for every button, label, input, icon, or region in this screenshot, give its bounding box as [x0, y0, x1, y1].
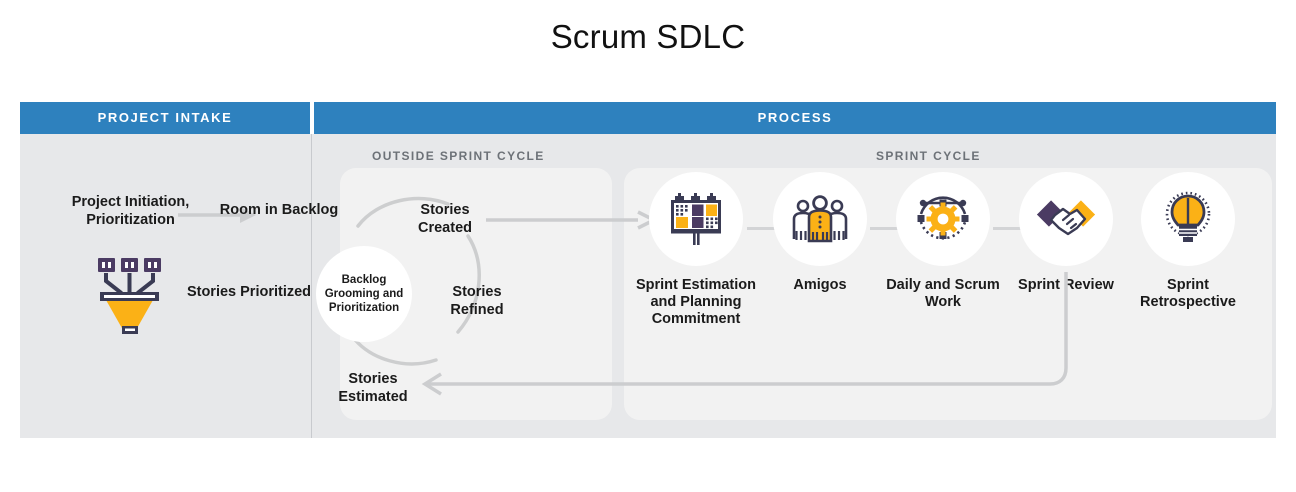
header-process: PROCESS	[314, 102, 1276, 134]
sprint-step-sprint-retrospective[interactable]: Sprint Retrospective	[1126, 172, 1250, 311]
backlog-grooming-circle: Backlog Grooming and Prioritization	[316, 246, 412, 342]
header-process-label: PROCESS	[757, 110, 833, 125]
node-stories-refined: Stories Refined	[450, 284, 504, 318]
sprint-step-bubble	[896, 172, 990, 266]
arrow-intake-to-backlog	[178, 204, 258, 226]
lightbulb-brain-icon	[1165, 191, 1211, 242]
node-room-in-backlog: Room in Backlog	[219, 202, 339, 218]
section-divider	[310, 134, 314, 438]
handshake-icon	[1037, 200, 1095, 236]
sprint-step-daily-scrum[interactable]: Daily and Scrum Work	[881, 172, 1005, 311]
sprint-step-bubble	[1019, 172, 1113, 266]
sprint-step-label: Sprint Retrospective	[1140, 277, 1236, 310]
connector-3	[993, 227, 1029, 230]
sprint-step-label: Sprint Estimation and Planning Commitmen…	[635, 277, 757, 327]
kanban-board-icon	[671, 193, 721, 245]
feedback-loop-arrow	[405, 270, 1095, 402]
header-project-intake-label: PROJECT INTAKE	[97, 110, 233, 125]
node-stories-estimated: Stories Estimated	[338, 371, 408, 405]
backlog-cycle-ring	[340, 164, 540, 414]
gear-bezier-icon	[917, 196, 969, 240]
sublabel-sprint-cycle: SPRINT CYCLE	[876, 149, 981, 163]
sprint-step-sprint-review[interactable]: Sprint Review	[1004, 172, 1128, 294]
sprint-step-sprint-estimation[interactable]: Sprint Estimation and Planning Commitmen…	[634, 172, 758, 328]
node-stories-created: Stories Created	[418, 202, 472, 236]
sprint-step-bubble	[1141, 172, 1235, 266]
panel-project-intake	[20, 134, 310, 438]
sprint-step-label: Amigos	[793, 277, 847, 293]
node-project-initiation: Project Initiation, Prioritization	[71, 194, 190, 228]
sprint-step-label: Daily and Scrum Work	[886, 277, 1000, 310]
sprint-step-amigos[interactable]: Amigos	[758, 172, 882, 294]
connector-1	[747, 227, 783, 230]
funnel-icon	[90, 254, 170, 334]
arrow-stories-created-to-sprint	[486, 208, 658, 232]
scrum-sdlc-diagram: PROJECT INTAKE PROCESS OUTSIDE SPRINT CY…	[20, 102, 1276, 438]
page-title: Scrum SDLC	[550, 18, 746, 55]
node-stories-prioritized: Stories Prioritized	[186, 284, 312, 300]
connector-2	[870, 227, 906, 230]
sprint-step-bubble	[649, 172, 743, 266]
three-people-icon	[792, 195, 848, 243]
sprint-step-bubble	[773, 172, 867, 266]
backlog-grooming-label: Backlog Grooming and Prioritization	[324, 274, 404, 314]
header-project-intake: PROJECT INTAKE	[20, 102, 310, 134]
sublabel-outside-sprint-cycle: OUTSIDE SPRINT CYCLE	[372, 149, 545, 163]
